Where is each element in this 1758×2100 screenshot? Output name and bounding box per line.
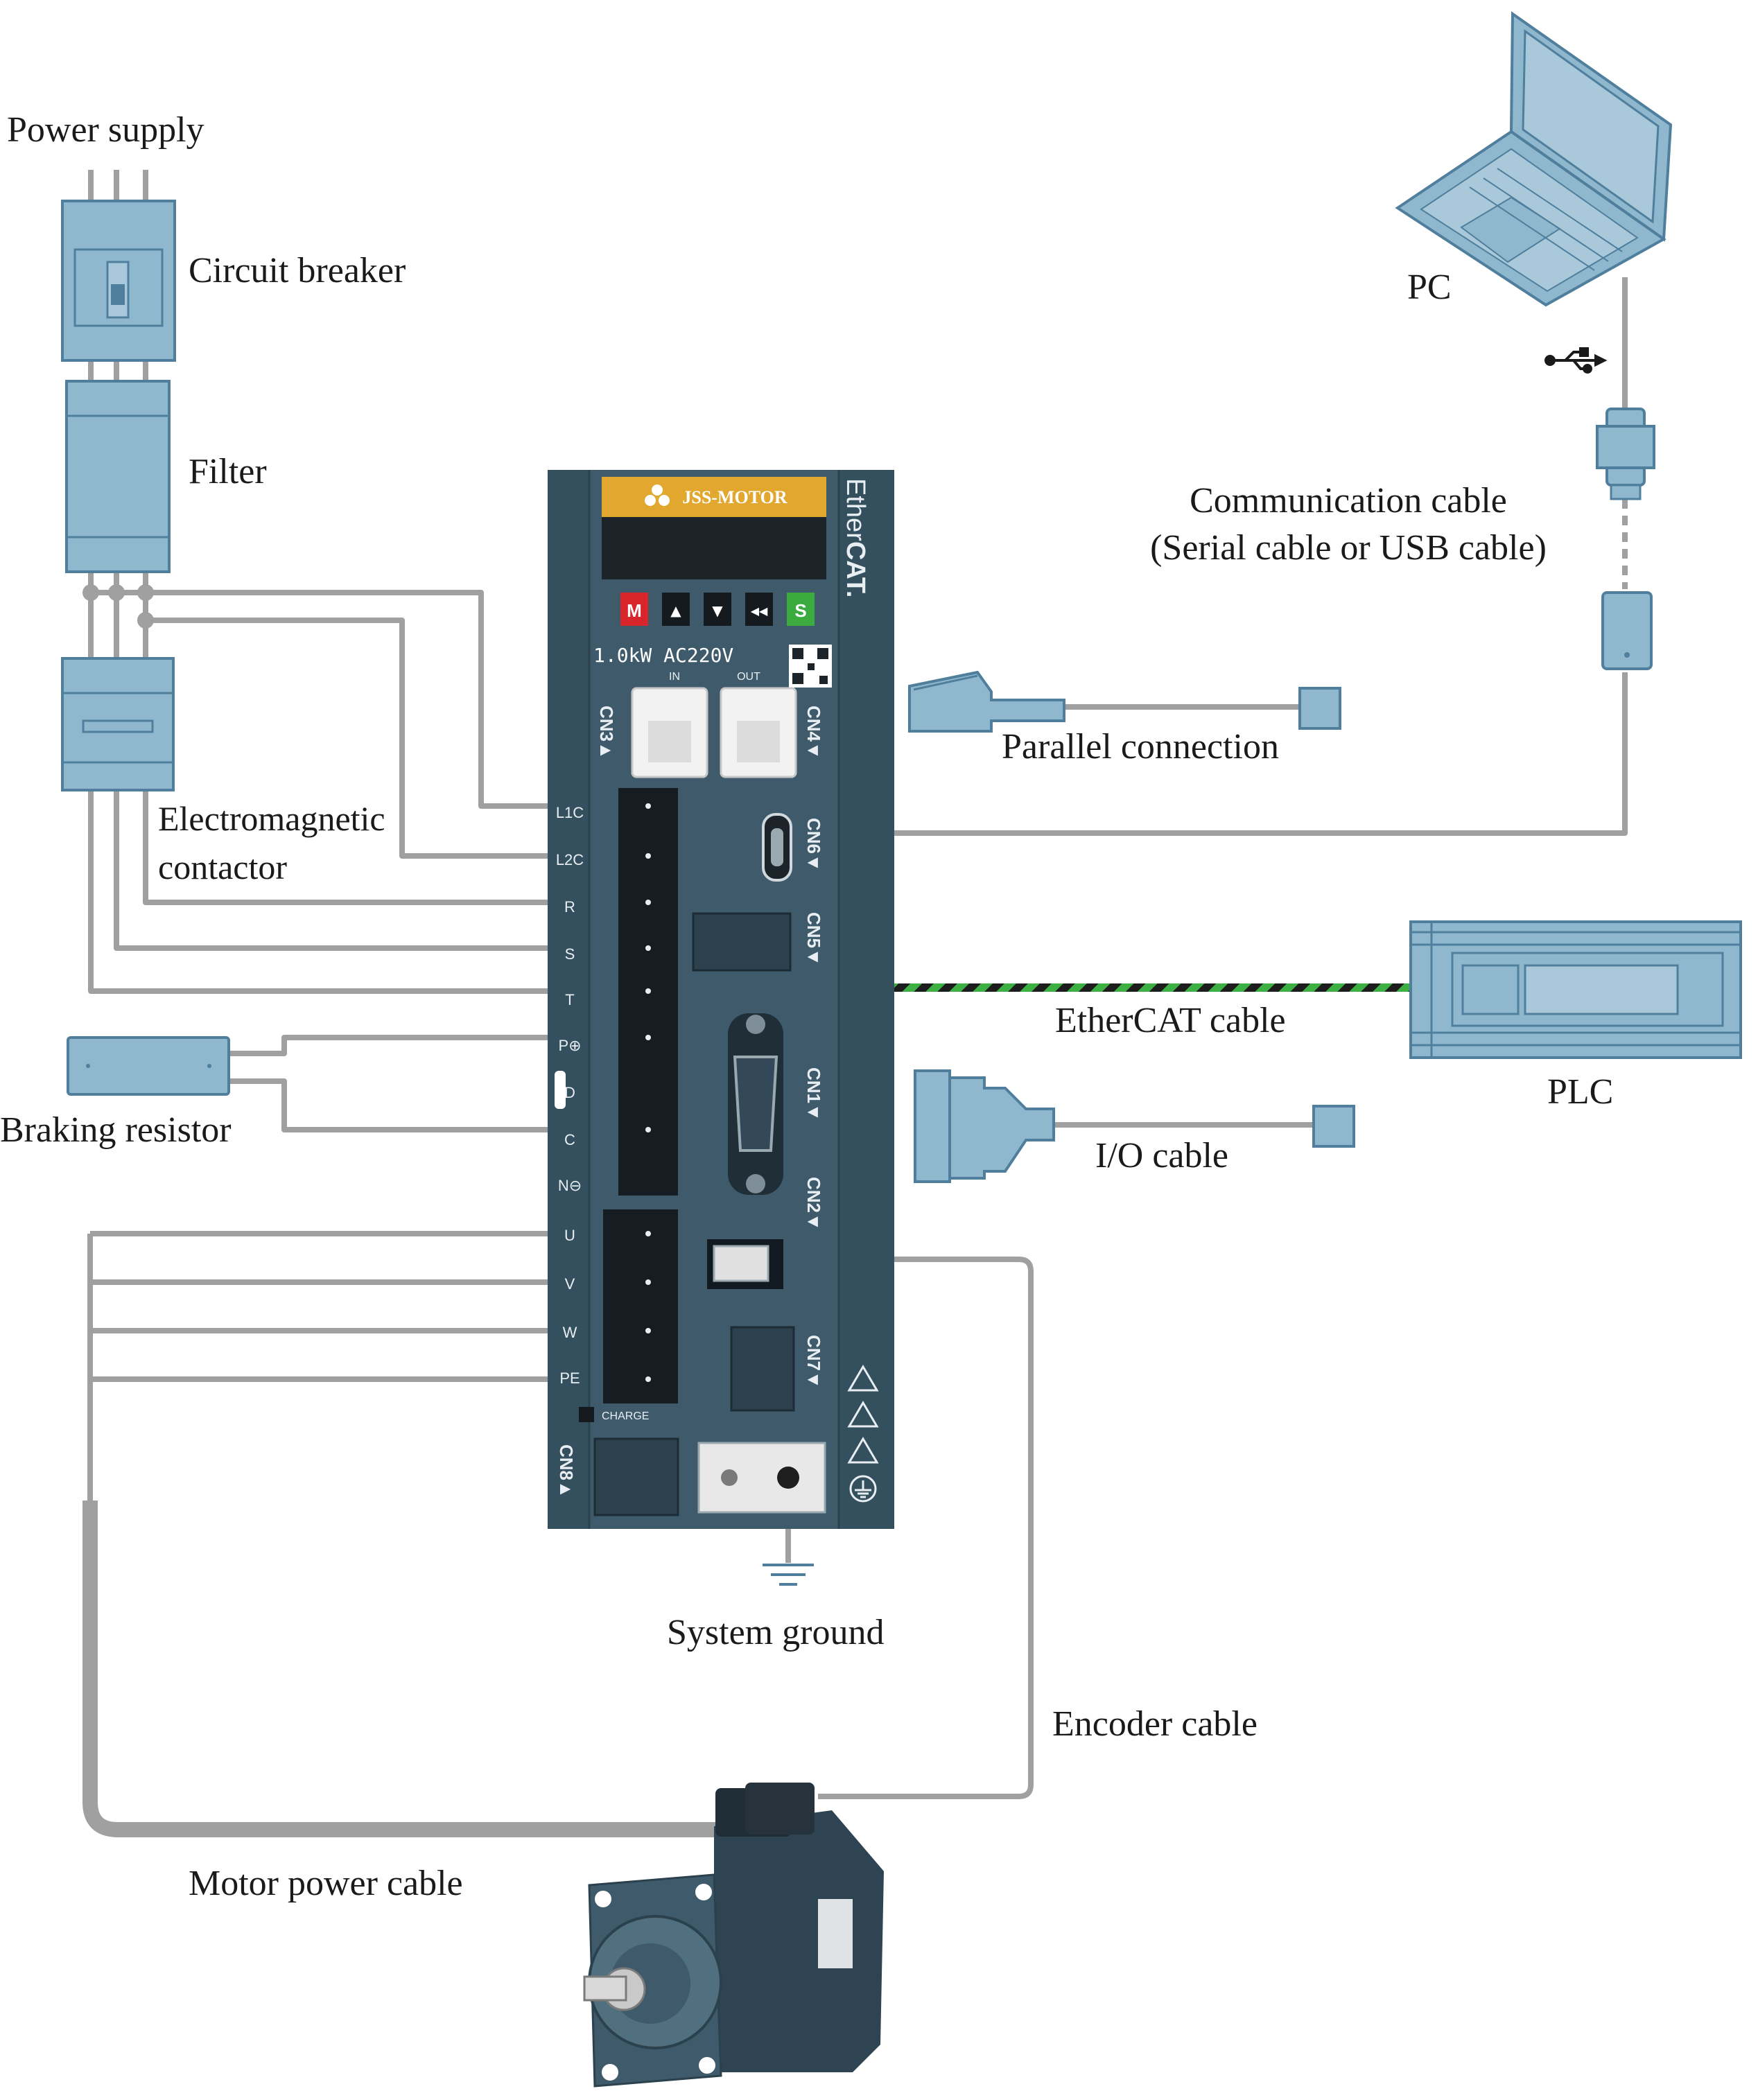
cn8-port[interactable] (593, 1437, 679, 1516)
cn1-dsub-port[interactable] (728, 1013, 783, 1195)
parallel-connection-label: Parallel connection (1002, 727, 1279, 767)
out-label: OUT (737, 671, 760, 683)
brand-logo-icon (645, 484, 670, 506)
parallel-terminator (1298, 687, 1341, 730)
servo-drive: JSS-MOTOR M ▲ ▼ ◀◀ S EtherCAT. 1.0kW AC2… (548, 470, 894, 1529)
ethercat-logo: EtherCAT. (841, 478, 870, 597)
terminal-l2c: L2C (556, 851, 584, 868)
qr-code (789, 645, 832, 688)
ethercat-cable-label: EtherCAT cable (1055, 1001, 1286, 1040)
ground-terminal-plate (697, 1442, 826, 1514)
motor-power-cable-label: Motor power cable (189, 1864, 463, 1903)
ethercat-logo-part2: CAT. (841, 541, 870, 598)
wire-t (88, 790, 624, 994)
rj45-plug (908, 670, 1065, 733)
braking-resistor (67, 1036, 230, 1096)
motor-power-cable (82, 1500, 735, 1837)
port-label-cn8: CN8▲ (556, 1444, 577, 1498)
brand-logo-text: JSS-MOTOR (682, 487, 787, 507)
port-label-cn4: CN4▼ (803, 706, 824, 760)
serial-connector (1596, 408, 1655, 500)
terminal-v: V (565, 1275, 575, 1293)
m-button-label: M (627, 600, 642, 621)
terminal-labels: L1C L2C R S T P⊕ D C N⊖ U V W PE (556, 804, 584, 1387)
protective-earth-icon (849, 1475, 877, 1503)
wire-comm (797, 672, 1628, 836)
terminal-s: S (565, 945, 575, 963)
in-label: IN (669, 671, 680, 683)
warning-triangle-icon (847, 1365, 879, 1464)
io-terminator (1312, 1105, 1355, 1148)
system-ground-label: System ground (667, 1613, 885, 1652)
terminal-d: D (564, 1084, 575, 1101)
junction-dots (82, 584, 154, 629)
charge-label: CHARGE (602, 1410, 649, 1422)
terminal-n: N⊖ (558, 1177, 582, 1194)
port-label-cn1: CN1▼ (803, 1067, 824, 1121)
terminal-w: W (563, 1324, 577, 1341)
contactor-label-line1: Electromagnetic (158, 799, 385, 838)
electromagnetic-contactor (61, 657, 175, 791)
laptop-pc-icon (1395, 11, 1673, 307)
port-label-cn6: CN6▼ (803, 818, 824, 872)
m-button[interactable] (620, 593, 648, 626)
shift-button[interactable] (745, 593, 773, 626)
wiring-group (87, 170, 1628, 1799)
terminal-pins (645, 803, 651, 1382)
terminal-u: U (564, 1227, 575, 1244)
rating-label: 1.0kW AC220V (593, 644, 733, 667)
usb-adapter (1601, 591, 1653, 670)
wire-s (114, 790, 624, 951)
io-dsub-plug (914, 1069, 1055, 1183)
up-button[interactable] (662, 593, 690, 626)
braking-resistor-label: Braking resistor (0, 1110, 232, 1150)
plc-unit (1409, 920, 1742, 1059)
comm-cable-label-line1: Communication cable (1190, 481, 1507, 520)
charge-led (579, 1407, 594, 1422)
terminal-p: P⊕ (558, 1037, 581, 1054)
down-button-label: ▼ (712, 602, 723, 619)
port-label-cn3: CN3▲ (596, 706, 617, 760)
s-button[interactable] (787, 593, 815, 626)
io-cable-label: I/O cable (1095, 1136, 1229, 1175)
brake-jumper (555, 1071, 566, 1109)
wire-brake-c (229, 1078, 624, 1132)
motor-terminal-block[interactable] (603, 1209, 678, 1403)
circuit-breaker-label: Circuit breaker (189, 251, 406, 290)
wire-r (143, 790, 624, 905)
port-label-cn7: CN7▼ (803, 1335, 824, 1389)
ethercat-logo-part1: Ether (841, 478, 870, 541)
wire-encoder (783, 1257, 1034, 1799)
circuit-breaker (61, 200, 176, 362)
cn5-port[interactable] (692, 912, 792, 972)
wire-brake-p (229, 1035, 624, 1056)
terminal-pe: PE (559, 1370, 580, 1387)
port-label-cn2: CN2▼ (803, 1177, 824, 1231)
port-label-cn5: CN5▼ (803, 912, 824, 966)
shift-button-label: ◀◀ (751, 604, 768, 618)
power-supply-label: Power supply (7, 110, 204, 150)
terminal-c: C (564, 1131, 575, 1148)
s-button-label: S (794, 600, 806, 621)
pc-label: PC (1407, 268, 1452, 307)
wire-l2c (146, 618, 624, 859)
usb-icon (1544, 347, 1608, 374)
comm-cable-label-line2: (Serial cable or USB cable) (1150, 528, 1547, 568)
cn7-port[interactable] (730, 1326, 795, 1412)
down-button[interactable] (704, 593, 731, 626)
line-filter (65, 380, 171, 573)
terminal-t: T (565, 991, 574, 1008)
terminal-l1c: L1C (556, 804, 584, 821)
plc-label: PLC (1547, 1072, 1614, 1112)
contactor-label-line2: contactor (158, 848, 288, 886)
filter-label: Filter (189, 452, 267, 491)
up-button-label: ▲ (670, 602, 681, 619)
encoder-cable-label: Encoder cable (1052, 1704, 1257, 1744)
servo-motor (583, 1783, 884, 2088)
ground-symbol-icon (763, 1564, 814, 1586)
terminal-r: R (564, 898, 575, 916)
